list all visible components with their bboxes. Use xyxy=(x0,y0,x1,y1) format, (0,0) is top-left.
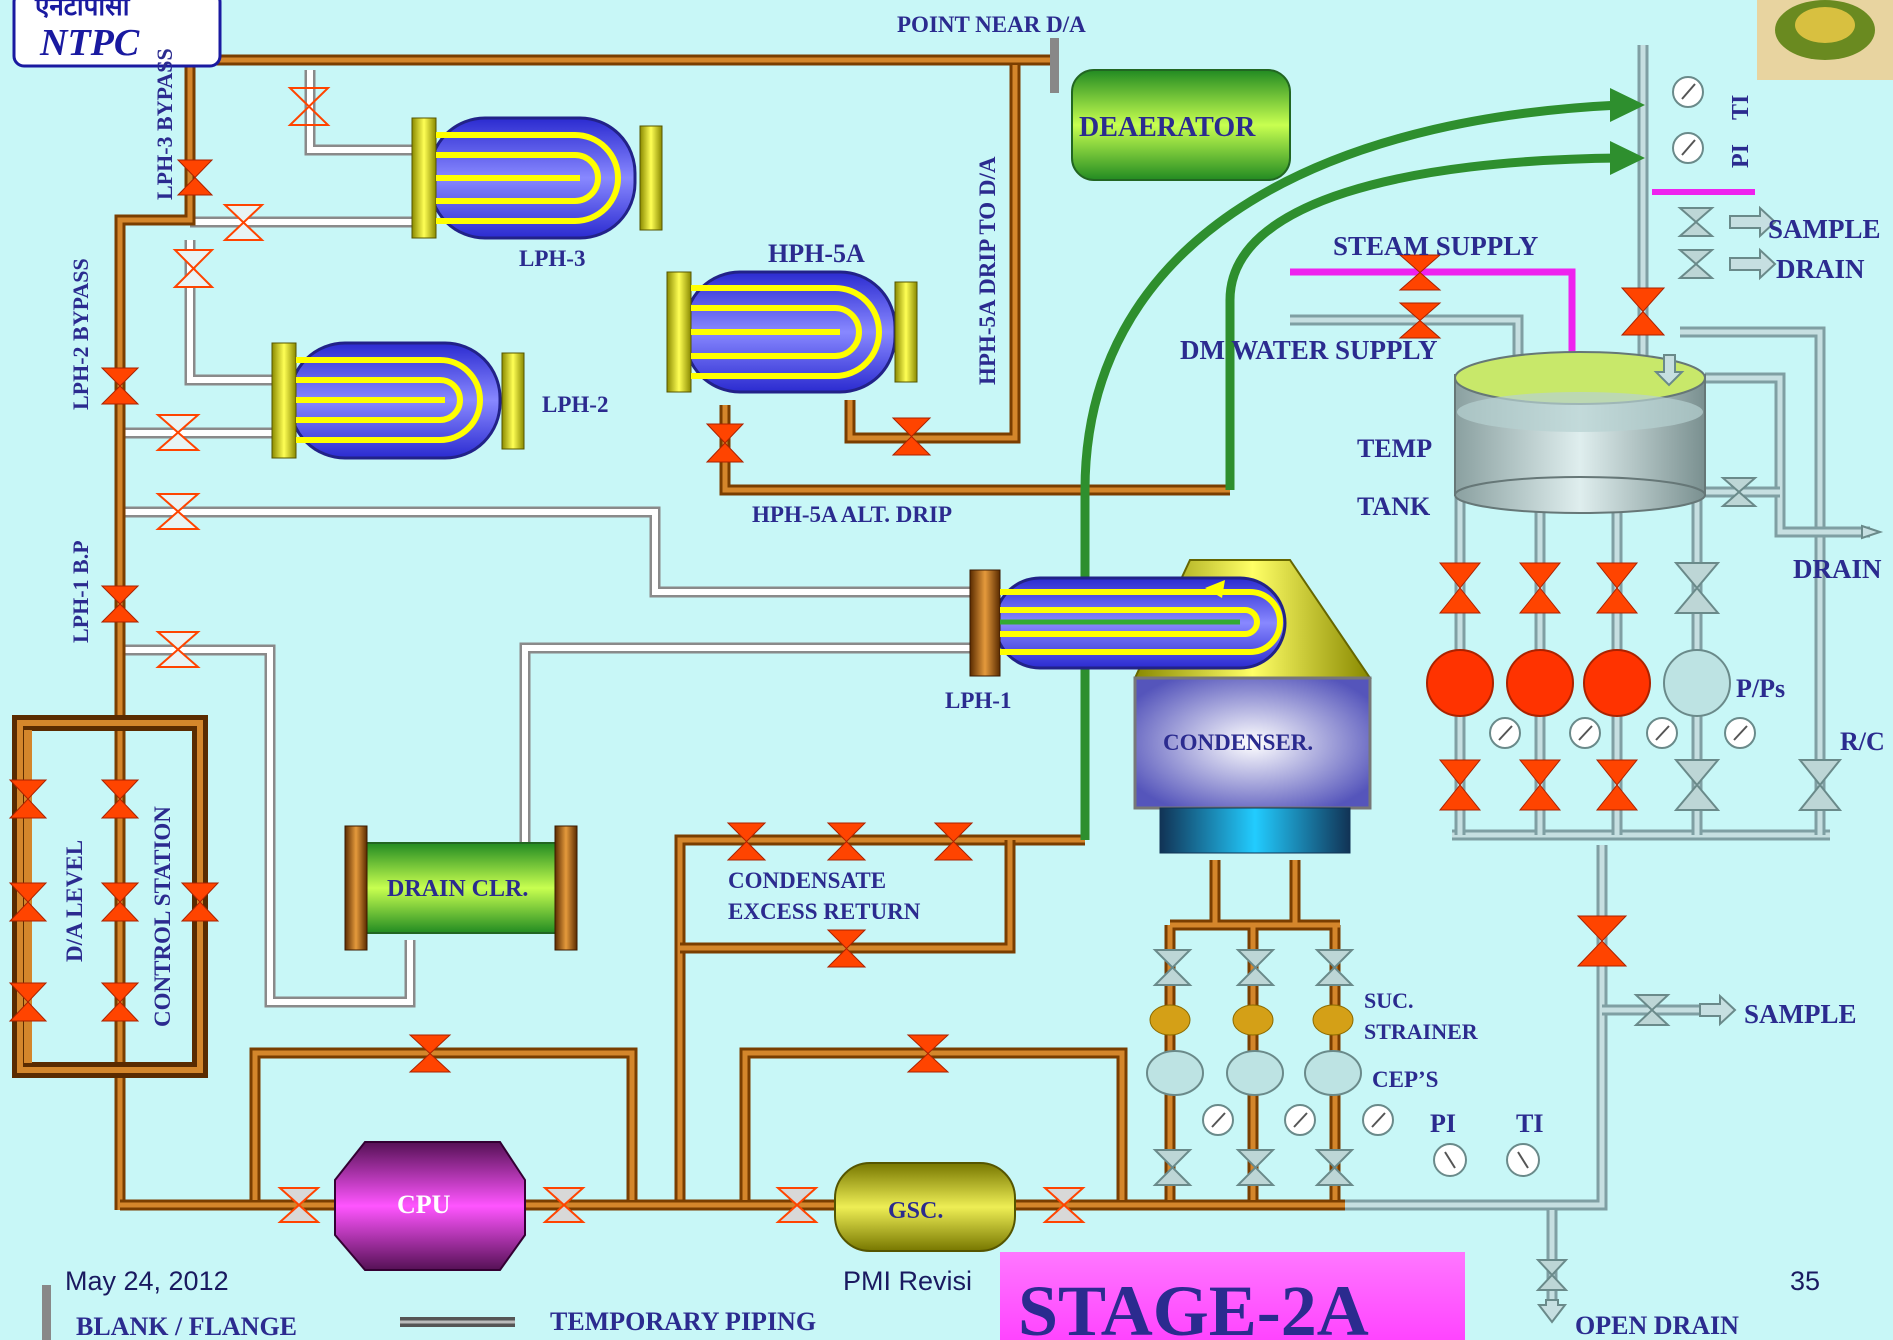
label-da-level: D/A LEVEL xyxy=(62,840,87,962)
footer-page-number: 35 xyxy=(1790,1266,1820,1296)
label-lph3: LPH-3 xyxy=(519,246,585,271)
lph2-heater xyxy=(272,343,524,458)
label-rc: R/C xyxy=(1840,727,1885,756)
label-drain-cooler: DRAIN CLR. xyxy=(387,876,528,902)
legend-temporary-piping: TEMPORARY PIPING xyxy=(550,1307,816,1336)
label-condenser: CONDENSER. xyxy=(1163,730,1313,755)
label-pi-bottom: PI xyxy=(1430,1109,1456,1138)
label-cpu: CPU xyxy=(397,1190,451,1219)
label-strainer: STRAINER xyxy=(1364,1019,1479,1044)
label-hph5a-drip: HPH-5A DRIP TO D/A xyxy=(975,156,1000,385)
footer-title: PMI Revisi xyxy=(843,1266,972,1296)
hph5a-heater xyxy=(667,272,917,392)
label-temp: TEMP xyxy=(1357,434,1432,463)
label-sample-top: SAMPLE xyxy=(1768,214,1881,244)
label-gsc: GSC. xyxy=(888,1198,943,1224)
label-excess-return: EXCESS RETURN xyxy=(728,899,921,924)
label-steam-supply: STEAM SUPPLY xyxy=(1333,231,1538,261)
label-control-station: CONTROL STATION xyxy=(150,806,175,1027)
label-drain-right: DRAIN xyxy=(1793,554,1882,584)
logo-hindi: एनटीपीसी xyxy=(34,0,131,21)
ntpc-logo: एनटीपीसी NTPC xyxy=(14,0,220,66)
legend-blank-flange: BLANK / FLANGE xyxy=(76,1312,297,1340)
label-suc: SUC. xyxy=(1364,988,1414,1013)
stage-box: STAGE-2A xyxy=(1000,1252,1465,1340)
lph3-heater xyxy=(412,118,662,238)
label-lph2: LPH-2 xyxy=(542,392,608,417)
label-deaerator: DEAERATOR xyxy=(1079,112,1256,143)
label-hph5a: HPH-5A xyxy=(768,239,865,268)
pp-pumps xyxy=(1427,650,1730,716)
label-pi-top: PI xyxy=(1728,144,1754,168)
label-sample-bottom: SAMPLE xyxy=(1744,999,1857,1029)
label-lph3-bypass: LPH-3 BYPASS xyxy=(152,48,177,200)
label-lph1: LPH-1 xyxy=(945,688,1011,713)
label-hph5a-alt-drip: HPH-5A ALT. DRIP xyxy=(752,502,952,527)
footer-date: May 24, 2012 xyxy=(65,1266,229,1296)
label-dm-water-supply: DM WATER SUPPLY xyxy=(1180,335,1438,365)
label-open-drain: OPEN DRAIN xyxy=(1575,1311,1739,1340)
globe-logo-icon xyxy=(1757,0,1893,80)
lph1-heater xyxy=(970,570,1285,676)
label-lph1-bp: LPH-1 B.P xyxy=(68,540,93,643)
label-tank: TANK xyxy=(1357,492,1431,521)
label-ti-bottom: TI xyxy=(1516,1109,1543,1138)
label-ceps: CEP’S xyxy=(1372,1067,1438,1092)
label-condensate: CONDENSATE xyxy=(728,868,886,893)
label-lph2-bypass: LPH-2 BYPASS xyxy=(68,258,93,410)
label-point-near-da: POINT NEAR D/A xyxy=(897,12,1086,37)
label-pps: P/Ps xyxy=(1736,674,1785,703)
stage-title: STAGE-2A xyxy=(1018,1271,1369,1340)
label-ti-top: TI xyxy=(1728,95,1754,120)
label-drain-top: DRAIN xyxy=(1776,254,1865,284)
pipe-end-plate xyxy=(1050,38,1059,93)
logo-text: NTPC xyxy=(39,22,140,64)
